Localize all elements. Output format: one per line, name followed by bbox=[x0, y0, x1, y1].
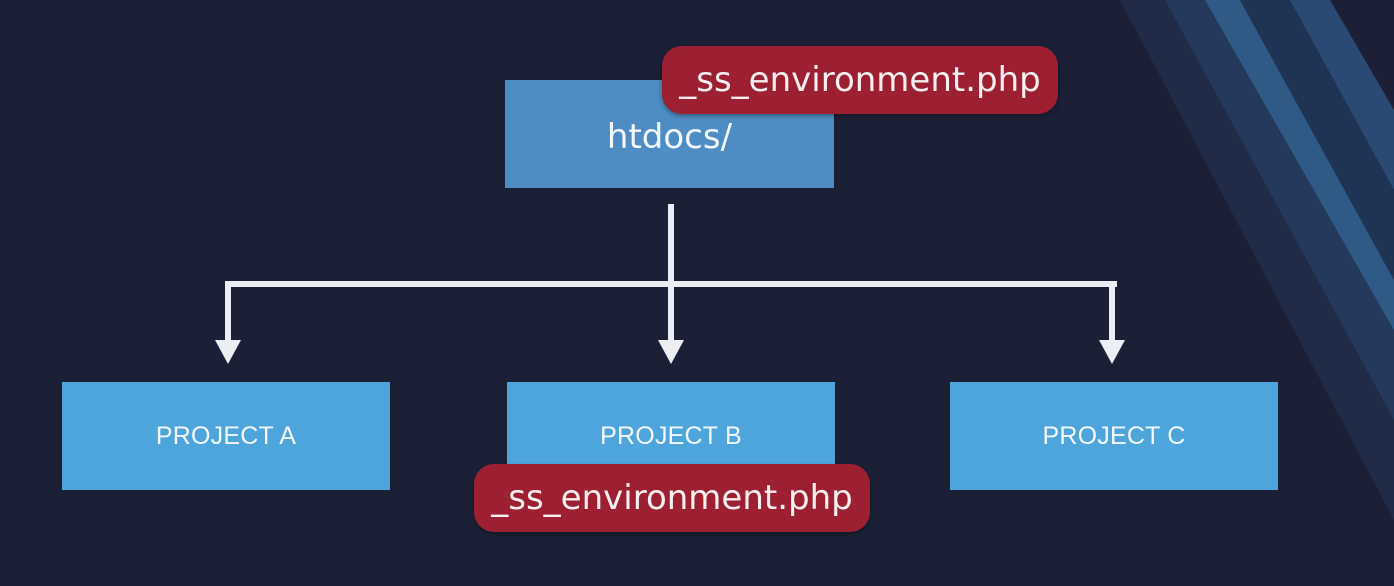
root-folder-box: htdocs/ bbox=[505, 80, 834, 188]
project-b-environment-file-label: _ss_environment.php bbox=[491, 478, 853, 518]
root-folder-label: htdocs/ bbox=[606, 117, 733, 157]
project-b-environment-file-badge: _ss_environment.php bbox=[474, 464, 870, 532]
project-label-b: PROJECT B bbox=[600, 421, 742, 450]
stripe-shape bbox=[1240, 0, 1394, 280]
arrowhead-a bbox=[215, 340, 241, 364]
project-label-a: PROJECT A bbox=[155, 421, 297, 450]
stripe-shape bbox=[1120, 0, 1394, 520]
project-label-c: PROJECT C bbox=[1042, 421, 1186, 450]
root-environment-file-label: _ss_environment.php bbox=[679, 60, 1041, 100]
stripe-shape bbox=[1165, 0, 1394, 420]
project-box-c: PROJECT C bbox=[950, 382, 1278, 490]
root-environment-file-badge: _ss_environment.php bbox=[662, 46, 1058, 114]
stripe-shape bbox=[1290, 0, 1394, 190]
stripe-shape bbox=[1205, 0, 1394, 330]
project-box-a: PROJECT A bbox=[62, 382, 390, 490]
arrowhead-c bbox=[1099, 340, 1125, 364]
arrowhead-b bbox=[658, 340, 684, 364]
